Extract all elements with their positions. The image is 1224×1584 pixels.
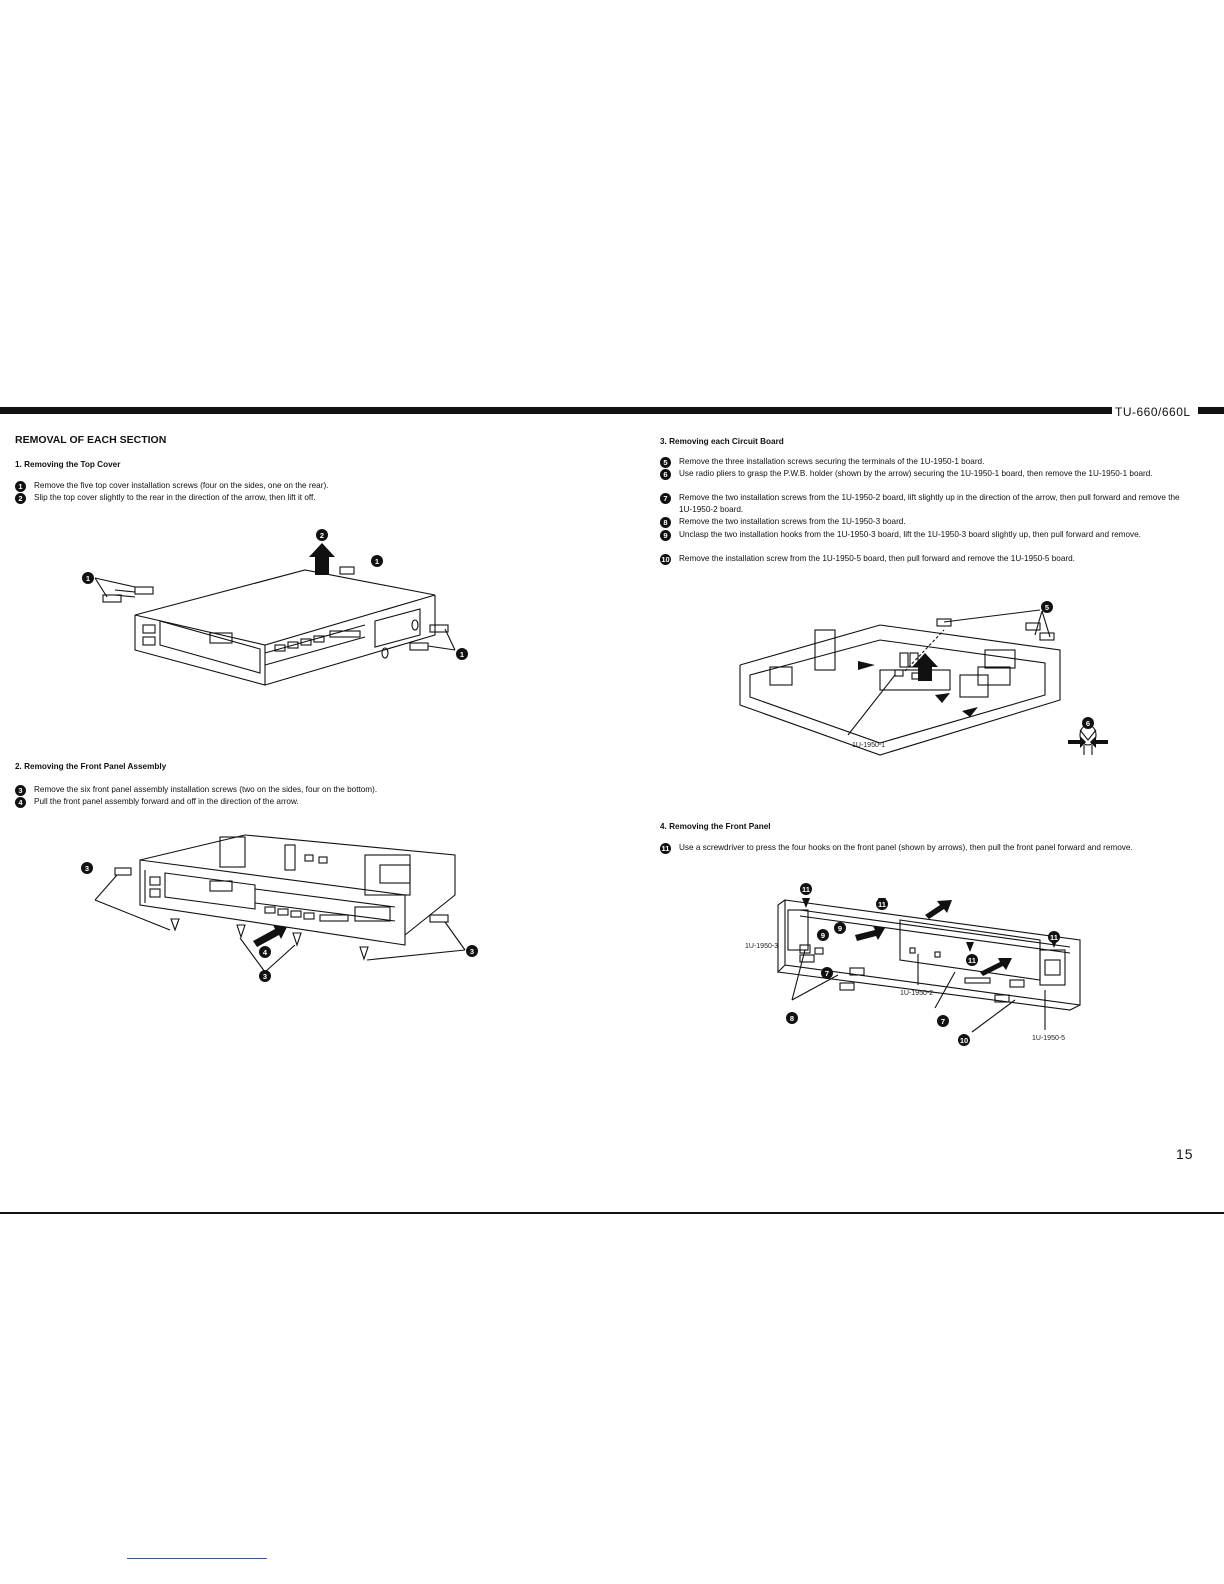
svg-text:11: 11 <box>1050 933 1058 942</box>
step-number: 2 <box>15 492 26 504</box>
step-text: Unclasp the two installation hooks from … <box>679 530 1141 539</box>
label-board-5: 1U-1950-5 <box>1032 1035 1065 1042</box>
label-board-2: 1U-1950-2 <box>900 990 933 997</box>
link-underline <box>127 1558 267 1559</box>
svg-text:3: 3 <box>85 864 89 873</box>
header-rule <box>0 407 1118 414</box>
step-number: 4 <box>15 796 26 808</box>
step-text: Remove the three installation screws sec… <box>679 457 985 466</box>
figure-front-panel: 1U-1950-3 1U-1950-2 1U-1950-5 11 11 11 1… <box>745 883 1081 1046</box>
svg-text:3: 3 <box>263 972 267 981</box>
figure-circuit-board: 1U-1950-1 5 6 <box>739 601 1108 756</box>
step-3: 3 Remove the six front panel assembly in… <box>15 784 480 796</box>
svg-text:2: 2 <box>320 531 324 540</box>
svg-text:1: 1 <box>460 650 464 659</box>
step-number: 7 <box>660 492 671 504</box>
footer-rule <box>0 1212 1224 1214</box>
label-board-1: 1U-1950-1 <box>852 742 885 749</box>
step-number: 1 <box>15 480 26 492</box>
step-text: Remove the six front panel assembly inst… <box>34 785 378 794</box>
step-text: Slip the top cover slightly to the rear … <box>34 493 316 502</box>
step-9: 9 Unclasp the two installation hooks fro… <box>660 529 1184 541</box>
svg-text:1: 1 <box>86 574 90 583</box>
step-8: 8 Remove the two installation screws fro… <box>660 516 1184 528</box>
step-2: 2 Slip the top cover slightly to the rea… <box>15 492 475 504</box>
svg-text:10: 10 <box>960 1036 968 1045</box>
svg-text:11: 11 <box>878 900 886 909</box>
step-text: Remove the two installation screws from … <box>679 517 906 526</box>
section-title: REMOVAL OF EACH SECTION <box>15 434 167 446</box>
svg-text:8: 8 <box>790 1014 794 1023</box>
step-text: Pull the front panel assembly forward an… <box>34 797 299 806</box>
step-11: 11 Use a screwdriver to press the four h… <box>660 842 1184 854</box>
svg-text:11: 11 <box>968 956 976 965</box>
step-text: Remove the five top cover installation s… <box>34 481 329 490</box>
step-number: 6 <box>660 468 671 480</box>
svg-text:7: 7 <box>825 969 829 978</box>
heading-front-panel-assembly: 2. Removing the Front Panel Assembly <box>15 762 167 771</box>
label-board-3: 1U-1950-3 <box>745 943 778 950</box>
header-rule-end <box>1198 407 1224 414</box>
figure-top-cover: 1 2 1 1 <box>82 529 468 686</box>
step-number: 3 <box>15 784 26 796</box>
step-text: Use a screwdriver to press the four hook… <box>679 843 1133 852</box>
svg-text:9: 9 <box>821 931 825 940</box>
page-number: 15 <box>1176 1146 1194 1162</box>
svg-text:3: 3 <box>470 947 474 956</box>
step-1: 1 Remove the five top cover installation… <box>15 480 475 492</box>
heading-front-panel: 4. Removing the Front Panel <box>660 822 771 831</box>
heading-circuit-board: 3. Removing each Circuit Board <box>660 437 784 446</box>
step-text: Use radio pliers to grasp the P.W.B. hol… <box>679 469 1153 478</box>
step-number: 5 <box>660 456 671 468</box>
model-title: TU-660/660L <box>1112 405 1194 419</box>
step-number: 9 <box>660 529 671 541</box>
svg-text:11: 11 <box>802 885 810 894</box>
svg-text:9: 9 <box>838 924 842 933</box>
step-number: 10 <box>660 553 671 565</box>
step-6: 6 Use radio pliers to grasp the P.W.B. h… <box>660 468 1184 480</box>
step-text: Remove the installation screw from the 1… <box>679 554 1075 563</box>
step-5: 5 Remove the three installation screws s… <box>660 456 1184 468</box>
svg-text:4: 4 <box>263 948 268 957</box>
svg-text:1: 1 <box>375 557 379 566</box>
step-10: 10 Remove the installation screw from th… <box>660 553 1184 565</box>
step-7: 7 Remove the two installation screws fro… <box>660 492 1184 516</box>
step-number: 11 <box>660 842 671 854</box>
figure-front-panel-assembly: 3 4 3 3 <box>81 834 478 982</box>
heading-top-cover: 1. Removing the Top Cover <box>15 460 121 469</box>
svg-text:5: 5 <box>1045 603 1049 612</box>
svg-text:6: 6 <box>1086 719 1090 728</box>
step-text: Remove the two installation screws from … <box>679 493 1180 514</box>
step-number: 8 <box>660 516 671 528</box>
svg-text:7: 7 <box>941 1017 945 1026</box>
step-4: 4 Pull the front panel assembly forward … <box>15 796 480 808</box>
